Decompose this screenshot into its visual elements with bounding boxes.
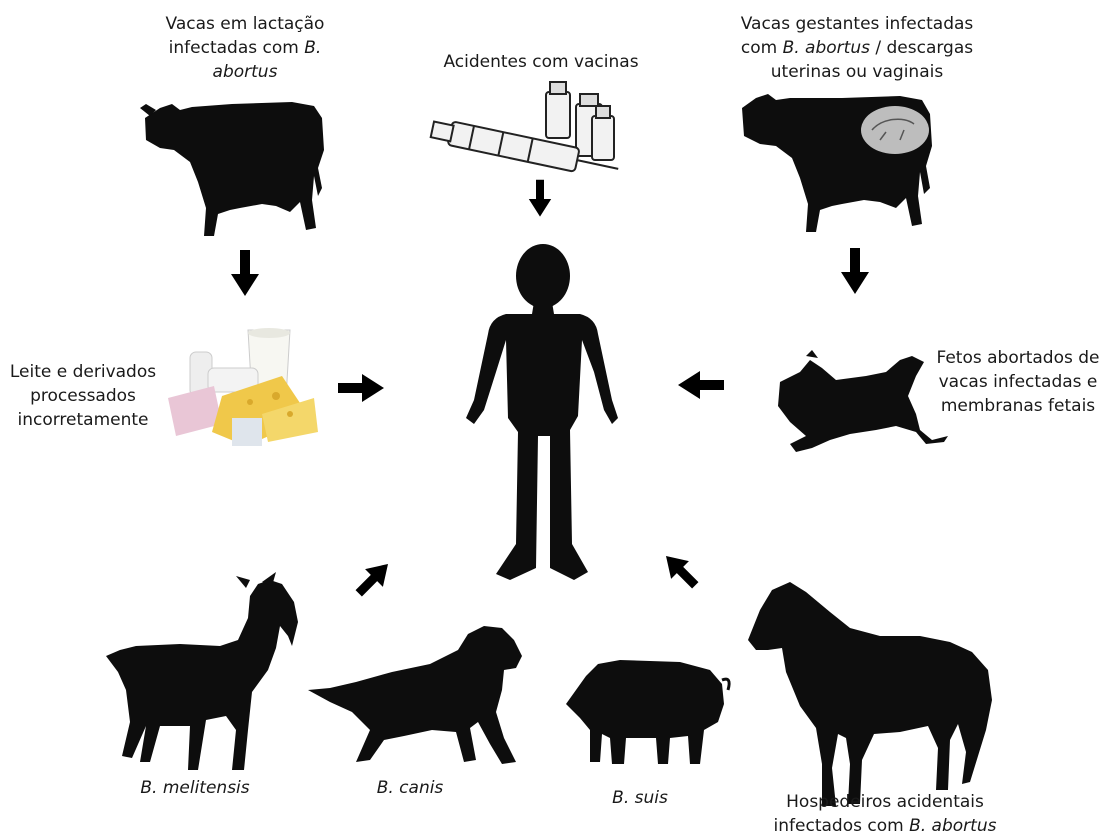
pregnant-cow-icon	[742, 94, 932, 232]
arrow-cow-to-milk	[231, 250, 259, 296]
dog-icon	[308, 626, 522, 764]
label-pig-species: B. suis	[575, 786, 705, 810]
arrow-pig-horse-to-human	[657, 547, 704, 594]
label-accidental-hosts: Hospedeiros acidentais infectados com B.…	[760, 790, 1010, 838]
pig-icon	[566, 660, 729, 764]
label-pregnant-cows: Vacas gestantes infectadas com B. abortu…	[722, 12, 992, 84]
goat-icon	[106, 572, 298, 770]
vaccine-syringe-icon	[430, 82, 621, 181]
arrow-goat-dog-to-human	[350, 555, 397, 602]
arrow-vaccine-to-human	[529, 180, 551, 217]
label-aborted-fetuses: Fetos abortados de vacas infectadas e me…	[932, 346, 1104, 418]
dairy-products-icon	[168, 328, 318, 446]
label-goat-species: B. melitensis	[110, 776, 280, 800]
uterus-fetus-icon	[861, 106, 929, 154]
arrow-fetus-to-human	[678, 371, 724, 399]
arrow-pregnant-cow-to-fetus	[841, 248, 869, 294]
cow-icon	[140, 102, 324, 236]
aborted-fetus-icon	[778, 350, 948, 452]
human-icon	[466, 244, 618, 580]
arrow-milk-to-human	[338, 374, 384, 402]
label-lactating-cows: Vacas em lactação infectadas com B. abor…	[135, 12, 355, 84]
label-dog-species: B. canis	[340, 776, 480, 800]
horse-icon	[748, 582, 992, 806]
label-milk-products: Leite e derivados processados incorretam…	[4, 360, 162, 432]
label-vaccine-accidents: Acidentes com vacinas	[426, 50, 656, 74]
